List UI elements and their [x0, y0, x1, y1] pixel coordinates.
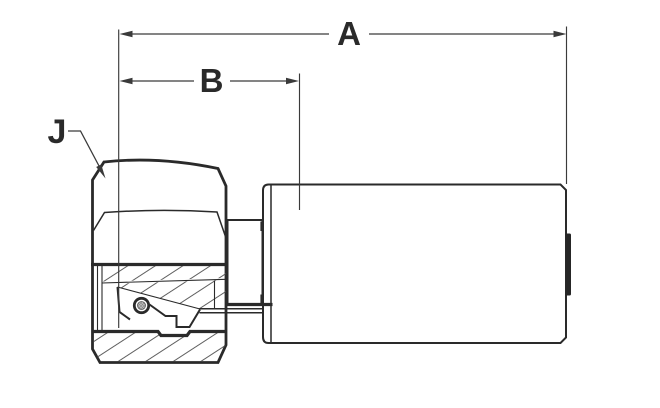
thread-bore-line — [101, 278, 227, 284]
nut-hex-facet-line — [92, 209, 227, 239]
callout-j: J — [48, 113, 106, 179]
tube-flare-profile — [148, 303, 201, 328]
dim-a-label: A — [337, 15, 361, 52]
hose-stop-tab — [565, 233, 571, 296]
dimension-b: B — [119, 62, 301, 210]
seat-cone-line — [117, 286, 201, 310]
dim-b-label: B — [200, 62, 224, 99]
dimension-a: A — [118, 15, 568, 328]
callout-j-arrowhead-icon — [96, 164, 106, 179]
callout-j-label: J — [48, 113, 67, 151]
nipple-collar — [226, 219, 264, 306]
collar-outline — [226, 219, 264, 306]
swivel-nut — [91, 158, 273, 364]
section-hatch-seat-wedge — [103, 280, 226, 309]
shell-outline — [262, 183, 567, 344]
dim-b-arrowhead-left-icon — [119, 77, 133, 85]
section-hatch-upper-band — [103, 266, 226, 282]
callout-j-leader-line — [68, 130, 104, 174]
bore-bottom-edge — [92, 329, 226, 338]
o-ring-core — [137, 301, 146, 310]
section-hatch-bottom-band — [93, 333, 226, 362]
crimp-shell — [262, 183, 571, 344]
o-ring — [132, 296, 151, 315]
dim-b-arrowhead-right-icon — [286, 77, 299, 85]
dim-a-arrowhead-right-icon — [553, 30, 567, 38]
dim-a-arrowhead-left-icon — [119, 30, 133, 38]
